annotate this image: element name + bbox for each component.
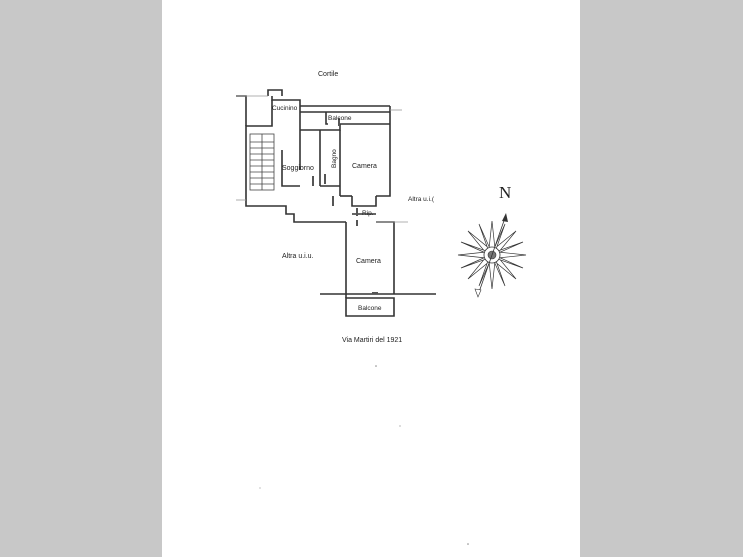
- label-rip: Rip.: [362, 210, 374, 217]
- document-page: Cortile Cucinino Balcone Soggiorno Bagno…: [162, 0, 580, 557]
- label-soggiorno: Soggiorno: [282, 165, 314, 172]
- label-altra-left: Altra u.i.u.: [282, 253, 314, 260]
- compass-rose-icon: [457, 213, 527, 298]
- floor-plan: Cortile Cucinino Balcone Soggiorno Bagno…: [236, 71, 527, 545]
- label-balcone-bottom: Balcone: [358, 305, 382, 312]
- stair-icon: [249, 133, 275, 191]
- label-altra-right: Altra u.i.(: [408, 196, 435, 203]
- adjacent-walls: [236, 95, 408, 223]
- door-marks: [312, 118, 378, 294]
- north-label: N: [499, 183, 511, 202]
- label-cortile: Cortile: [318, 71, 338, 78]
- label-bagno: Bagno: [331, 149, 338, 168]
- label-street: Via Martiri del 1921: [342, 337, 402, 344]
- label-camera-bottom: Camera: [356, 258, 381, 265]
- label-camera-top: Camera: [352, 163, 377, 170]
- scan-specks: [259, 365, 469, 545]
- label-balcone-top: Balcone: [328, 115, 352, 122]
- label-cucinino: Cucinino: [272, 105, 298, 112]
- apartment-walls: [236, 89, 436, 317]
